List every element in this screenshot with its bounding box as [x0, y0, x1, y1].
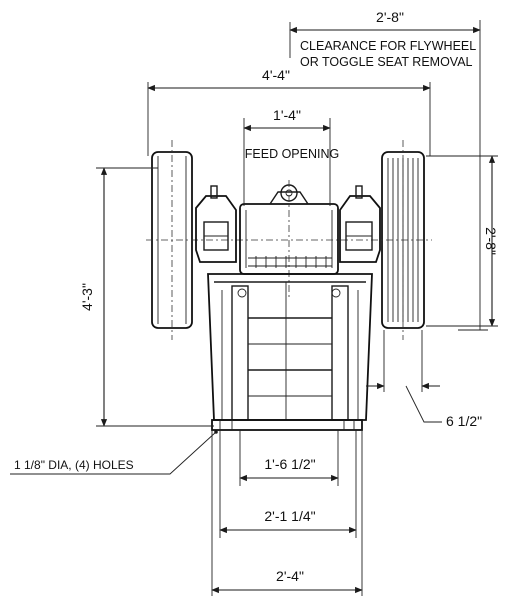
right-bearing	[339, 185, 381, 263]
base-feet	[211, 419, 363, 431]
feed-hopper	[239, 180, 339, 300]
dim-overall-width	[147, 82, 431, 156]
dim-flywheel-diameter	[426, 155, 498, 327]
dim-base-inner	[239, 430, 339, 486]
base-inner-dimension: 1'-6 1/2"	[264, 456, 315, 472]
clearance-note-line2: OR TOGGLE SEAT REMOVAL	[300, 55, 473, 69]
flywheel-diameter-dimension: 2'-8"	[483, 227, 499, 255]
dim-base-outer	[211, 430, 363, 596]
dim-clearance	[289, 20, 488, 331]
clearance-dimension: 2'-8"	[376, 9, 404, 25]
feed-opening-label: FEED OPENING	[245, 147, 339, 161]
flywheel-width-dimension: 6 1/2"	[446, 413, 482, 429]
crusher-frame	[207, 273, 373, 421]
dim-overall-height	[96, 167, 214, 427]
holes-leader	[10, 430, 218, 475]
dim-feed-opening	[243, 118, 331, 206]
base-outer-dimension: 2'-4"	[276, 568, 304, 584]
dim-flywheel-width	[366, 330, 442, 423]
clearance-note-line1: CLEARANCE FOR FLYWHEEL	[300, 39, 476, 53]
left-bearing	[195, 185, 237, 263]
feed-opening-dimension: 1'-4"	[273, 107, 301, 123]
base-mid-dimension: 2'-1 1/4"	[264, 508, 315, 524]
overall-width-dimension: 4'-4"	[262, 67, 290, 83]
dim-base-mid	[219, 430, 357, 538]
overall-height-dimension: 4'-3"	[79, 283, 95, 311]
holes-note: 1 1/8" DIA, (4) HOLES	[14, 458, 134, 472]
